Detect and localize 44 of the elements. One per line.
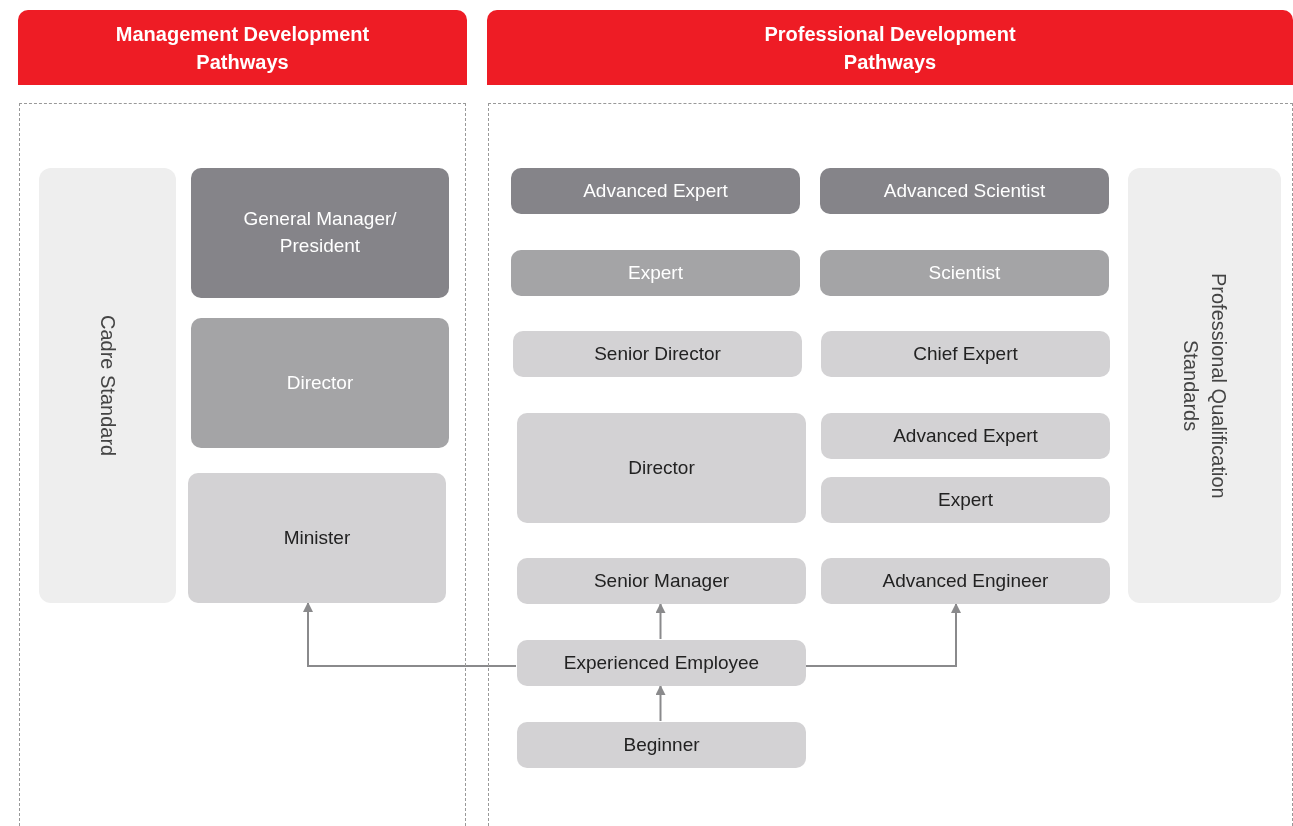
arrow bbox=[804, 602, 961, 667]
header-band bbox=[18, 10, 467, 85]
level-label: Senior Director bbox=[594, 341, 721, 366]
header-band bbox=[487, 10, 1293, 85]
level-box bbox=[517, 413, 806, 523]
level-box bbox=[821, 477, 1110, 523]
level-label: Expert bbox=[938, 487, 993, 512]
dashed-panel bbox=[488, 103, 1293, 826]
level-box bbox=[517, 558, 806, 604]
level-label: Advanced Scientist bbox=[883, 178, 1046, 203]
level-label: Advanced Expert bbox=[893, 423, 1038, 448]
vertical-label: Professional Qualification Standards bbox=[1178, 271, 1231, 501]
level-label: Director bbox=[628, 455, 695, 480]
level-box bbox=[188, 473, 446, 603]
arrow bbox=[655, 684, 666, 722]
header-title: Professional Development Pathways bbox=[763, 21, 1017, 75]
level-box bbox=[511, 168, 800, 214]
level-label: Advanced Engineer bbox=[882, 568, 1049, 593]
level-label: Minister bbox=[283, 525, 351, 550]
level-box bbox=[511, 250, 800, 296]
level-box bbox=[513, 331, 802, 377]
level-label: Advanced Expert bbox=[583, 178, 728, 203]
level-box bbox=[191, 318, 449, 448]
level-box bbox=[517, 722, 806, 768]
level-label: Beginner bbox=[623, 732, 700, 757]
level-box bbox=[517, 640, 806, 686]
level-box bbox=[820, 250, 1109, 296]
level-label: Chief Expert bbox=[913, 341, 1018, 366]
level-box bbox=[821, 331, 1110, 377]
level-box bbox=[820, 168, 1109, 214]
level-box bbox=[821, 413, 1110, 459]
level-label: Experienced Employee bbox=[563, 650, 760, 675]
dashed-panel bbox=[19, 103, 466, 826]
arrow bbox=[655, 602, 666, 640]
level-box bbox=[191, 168, 449, 298]
arrow bbox=[303, 601, 517, 667]
level-label: Senior Manager bbox=[593, 568, 730, 593]
level-label: General Manager/ President bbox=[242, 207, 398, 258]
level-box bbox=[821, 558, 1110, 604]
header-title: Management Development Pathways bbox=[114, 21, 371, 75]
level-label: Expert bbox=[628, 260, 683, 285]
level-label: Director bbox=[286, 370, 354, 395]
vertical-label: Cadre Standard bbox=[95, 314, 120, 457]
level-label: Scientist bbox=[928, 260, 1001, 285]
